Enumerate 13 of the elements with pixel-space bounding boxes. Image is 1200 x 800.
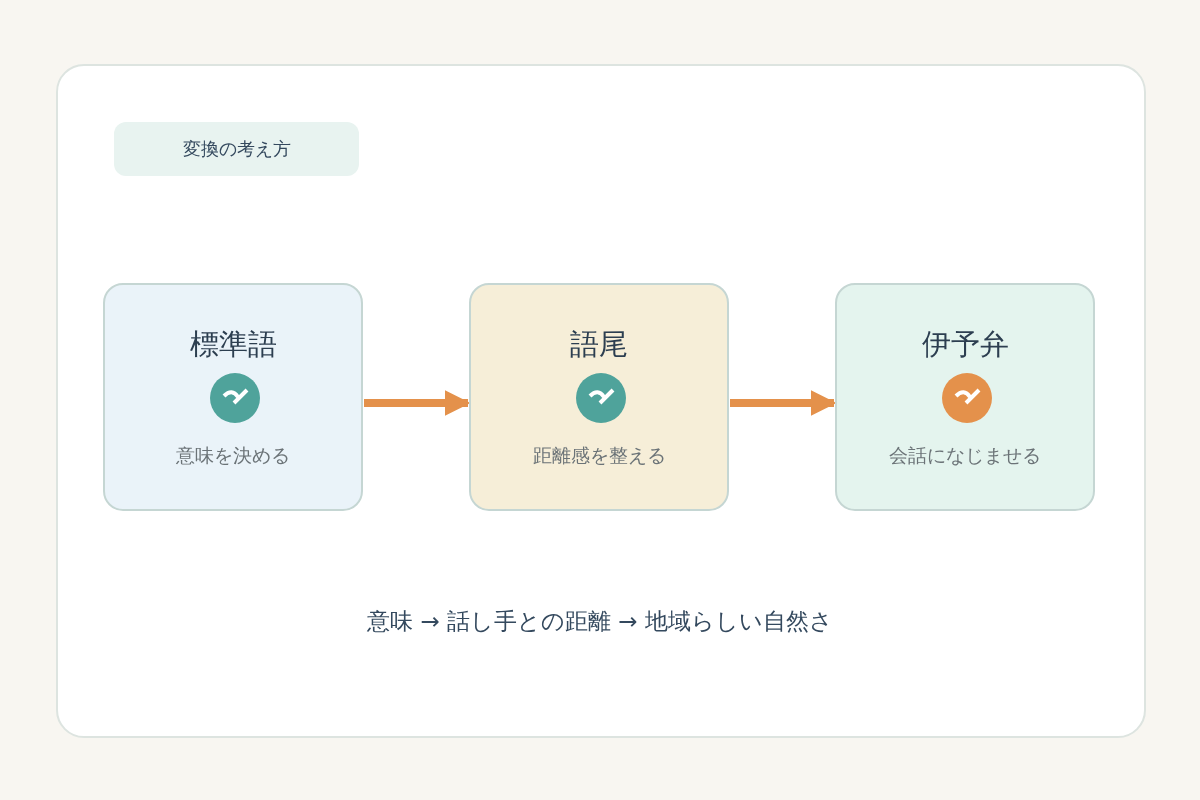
step-description: 会話になじませる [888,443,1042,468]
step-title: 語尾 [569,326,629,363]
step-description: 意味を決める [175,443,291,468]
step-title: 伊予弁 [920,326,1010,363]
step-description: 距離感を整える [531,443,667,468]
arrow [730,390,837,416]
heading-tag: 変換の考え方 [114,122,359,176]
step-box [835,283,1095,511]
caption: 意味 → 話し手との距離 → 地域らしい自然さ [366,607,834,636]
arrow [364,390,471,416]
step-box [103,283,363,511]
step-box [469,283,729,511]
step-title: 標準語 [188,326,278,363]
